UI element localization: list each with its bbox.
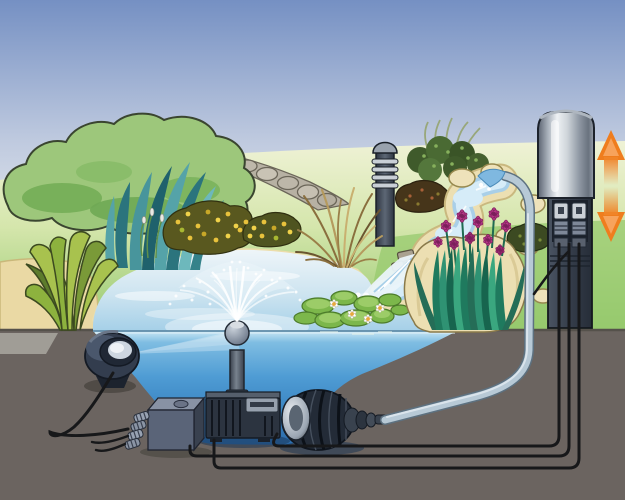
spotlight-beam <box>128 331 240 354</box>
stream-pool <box>453 189 483 207</box>
down-arrow-inner <box>603 216 619 234</box>
cables <box>48 242 581 470</box>
fountain-riser-pipe <box>229 349 245 395</box>
cap-shell <box>537 111 595 199</box>
cable-bollard <box>532 250 570 296</box>
spotlight-beam-core <box>130 333 236 353</box>
spray-jets <box>179 265 295 322</box>
up-down-arrows <box>597 130 625 242</box>
stream-side-shrubs <box>395 117 489 213</box>
outflow-splash <box>478 182 484 188</box>
pump-foot <box>210 437 222 442</box>
socket-right-hole <box>576 207 582 214</box>
brown-foliage-clump <box>395 179 450 213</box>
fountain-spray <box>168 260 302 322</box>
lower-module-left <box>553 237 569 248</box>
marsh-buds <box>141 207 165 224</box>
outflow-splash <box>487 187 491 191</box>
bollard-light <box>371 141 399 247</box>
iris-leaves <box>414 246 525 330</box>
marginal-plant <box>24 231 119 332</box>
hose <box>380 168 536 425</box>
cable-spotlight <box>48 371 130 438</box>
marsh-stems <box>139 213 163 259</box>
cap-top-edge <box>539 109 593 120</box>
pump-foot <box>258 437 270 442</box>
fountain-pump <box>205 391 281 442</box>
transformer-dial <box>173 399 189 409</box>
cable-transformer <box>188 242 571 458</box>
yellow-flower-shrubs <box>162 200 302 255</box>
lens-highlight <box>110 343 124 353</box>
down-arrow-shaft <box>604 187 618 215</box>
up-arrow-inner <box>603 138 619 156</box>
socket-left-hole <box>558 207 564 214</box>
leaf-dots <box>422 144 478 168</box>
filter-pump-endcap-inner <box>289 405 303 431</box>
pump-panel-slot <box>250 402 274 407</box>
hose-tube <box>381 172 534 424</box>
underwater-spotlight <box>84 330 140 393</box>
nozzle-cap <box>230 321 244 329</box>
hose-highlight <box>386 213 529 418</box>
plug-right <box>571 220 587 236</box>
column-cap <box>537 109 595 199</box>
plug-left-ridges <box>554 225 568 231</box>
cable-stub <box>94 442 127 452</box>
filter-pump <box>281 389 388 451</box>
brown-clump-dots <box>404 188 440 206</box>
water-lilies <box>293 290 410 335</box>
cable-filter-pump <box>272 242 561 448</box>
pump-ribs <box>211 400 273 436</box>
spray-fan <box>178 261 296 322</box>
cap-highlight <box>551 120 559 192</box>
bollard-dome <box>372 141 398 154</box>
cascade-highlights <box>377 259 411 292</box>
lily-reflections <box>320 331 392 335</box>
bollard-fins <box>371 158 399 189</box>
spray-droplets <box>168 260 302 306</box>
cable-glands <box>124 411 150 450</box>
lily-pad-highlights <box>306 292 390 323</box>
plug-left <box>553 220 569 236</box>
dry-grass <box>295 187 383 269</box>
up-arrow-shaft <box>604 157 618 185</box>
column-plugs <box>553 220 587 236</box>
soil-band-left <box>0 333 58 354</box>
fountain <box>168 260 302 442</box>
iris-plant <box>403 207 528 333</box>
plug-right-ridges <box>572 225 586 231</box>
surface-highlight <box>115 291 195 301</box>
surface-highlight <box>210 271 300 281</box>
hose-outflow <box>477 168 506 188</box>
spotlight-rim <box>88 330 119 343</box>
transformer-front <box>147 409 195 451</box>
cable-fountain-pump <box>212 242 581 470</box>
cable-stub <box>90 434 130 444</box>
